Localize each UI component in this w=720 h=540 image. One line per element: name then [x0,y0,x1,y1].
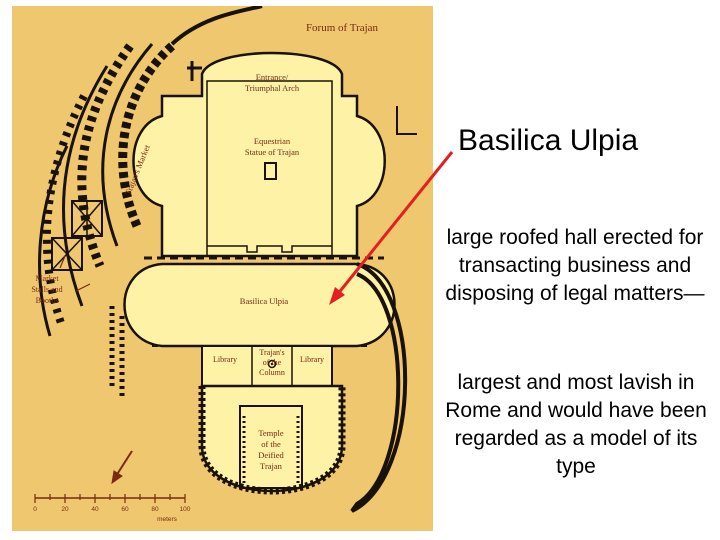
temple-precinct [198,262,408,513]
entrance-label-1: Entrance/ [256,72,289,82]
column-label-3: Column [259,368,285,377]
entrance-label-2: Triumphal Arch [245,83,300,93]
stalls-label-1: Market [35,274,59,283]
library-right-label: Library [300,355,324,364]
forum-courtyard [132,51,386,258]
library-left-label: Library [213,355,237,364]
forum-of-trajan-plan: Forum of Trajan Entrance/ Triumphal Arch… [12,6,433,531]
statue-label-1: Equestrian [254,136,291,146]
scale-tick-label: 40 [91,506,99,513]
temple-label-3: Deified [258,450,284,460]
temple-label-2: of the [261,439,281,449]
scale-unit-label: meters [157,516,178,523]
stalls-label-3: Booths [36,296,59,305]
slide-title: Basilica Ulpia [458,124,639,157]
significance-paragraph: largest and most lavish in Rome and woul… [445,371,707,478]
scale-tick-label: 20 [61,506,69,513]
statue-marker [264,162,277,180]
scale-tick-label: 0 [33,506,37,513]
basilica-map-label: Basilica Ulpia [240,296,289,306]
trajans-market-structure [38,6,263,396]
stalls-label-2: Stalls and [31,285,62,294]
corner-wall [396,106,417,135]
scale-tick-label: 80 [151,506,159,513]
plan-pointer-arrows [59,255,133,485]
scale-tick-label: 100 [180,506,191,513]
column-marker [267,359,277,369]
definition-paragraph: large roofed hall erected for transactin… [445,226,705,305]
column-label-2: of the [263,358,282,367]
plan-title: Forum of Trajan [306,22,379,34]
statue-label-2: Statue of Trajan [245,147,300,157]
temple-label-1: Temple [258,428,284,438]
scale-bar: 0 20 40 60 80 100 meters [33,494,191,523]
scale-tick-label: 60 [121,506,129,513]
column-label-1: Trajan's [259,348,284,357]
temple-label-4: Trajan [260,461,283,471]
